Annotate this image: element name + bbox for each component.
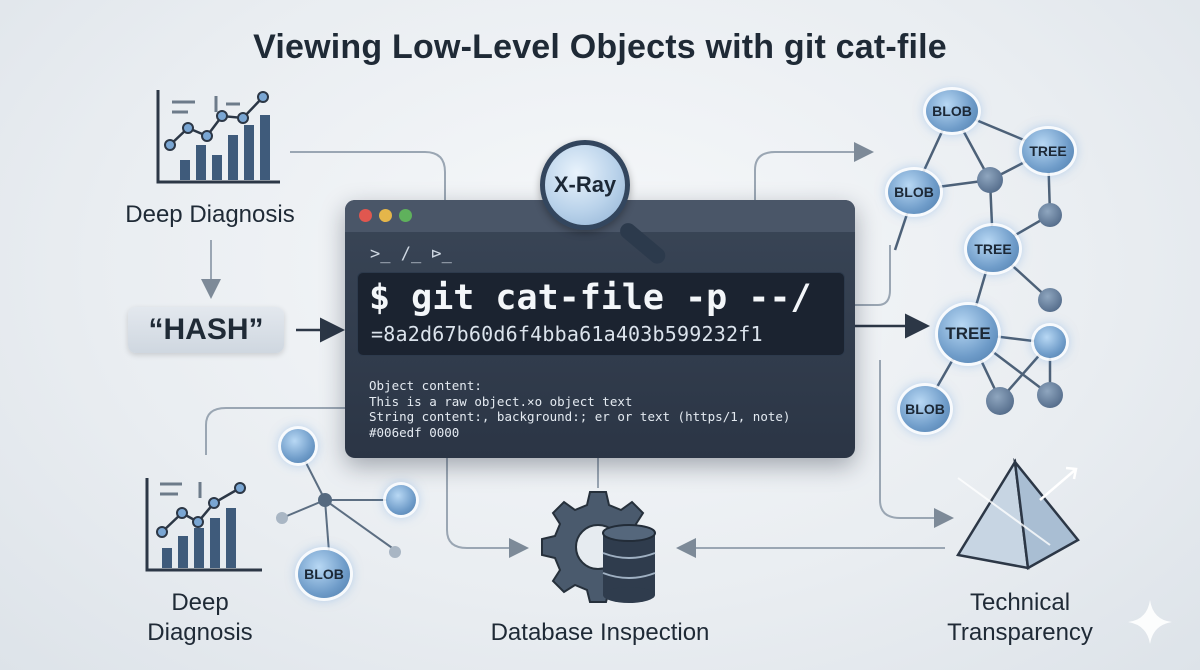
- graph-node: [986, 387, 1014, 415]
- connector-line: [754, 142, 874, 200]
- command-box: [357, 272, 845, 356]
- database-inspection-label: Database Inspection: [490, 619, 710, 646]
- maximize-dot[interactable]: [399, 209, 412, 222]
- content-line: This is a raw object.×o object text: [369, 393, 633, 409]
- graph-node: [1038, 288, 1062, 312]
- technical-transparency-label: Technical Transparency: [920, 588, 1120, 648]
- deep-diagnosis-bottom-label: Deep Diagnosis: [100, 588, 300, 648]
- tree-node: TREE: [1022, 129, 1074, 173]
- pyramid-icon: [955, 457, 1080, 571]
- graph-node: [1038, 203, 1062, 227]
- graph-node: [977, 167, 1003, 193]
- deep-diagnosis-label: Deep Diagnosis: [125, 201, 295, 228]
- blob-node: BLOB: [888, 170, 940, 214]
- database-icon: [602, 524, 656, 603]
- content-line: #006edf 0000: [369, 424, 460, 440]
- connector-line: [855, 245, 891, 306]
- blob-node: BLOB: [926, 90, 978, 132]
- tree-node-main: TREE: [938, 305, 998, 363]
- label-line: Technical: [969, 589, 1071, 616]
- label-line: Deep: [171, 589, 229, 616]
- bar-chart-icon: [145, 478, 262, 572]
- connector-line: [290, 151, 446, 200]
- graph-node: [281, 429, 315, 463]
- graph-node: [1037, 382, 1063, 408]
- minimize-dot[interactable]: [379, 209, 392, 222]
- page-title: Viewing Low-Level Objects with git cat-f…: [253, 28, 947, 66]
- terminal-window: >_ /_ ⊳_ $ git cat-file -p --/ =8a2d67b6…: [345, 200, 855, 458]
- hash-pill: “HASH”: [128, 307, 284, 353]
- connector-line: [446, 458, 529, 558]
- prompt-glyphs: >_ /_ ⊳_: [370, 244, 452, 264]
- tree-node: TREE: [967, 226, 1019, 272]
- command-text: $ git cat-file -p --/: [369, 278, 812, 318]
- object-content: Object content:This is a raw object.×o o…: [369, 378, 790, 440]
- label-line: Diagnosis: [147, 619, 253, 646]
- hash-text: =8a2d67b60d6f4bba61a403b599232f1: [371, 322, 763, 346]
- magnifier-icon: X-Ray: [540, 140, 630, 230]
- blob-node: BLOB: [298, 550, 350, 598]
- connector-line: [205, 407, 345, 455]
- content-line: Object content:: [369, 378, 482, 393]
- label-line: Transparency: [947, 619, 1093, 646]
- bar-chart-icon: [156, 90, 280, 184]
- graph-node: [386, 485, 416, 515]
- graph-node: [1034, 326, 1066, 358]
- sparkle-icon: [1128, 600, 1172, 644]
- content-line: String content:, background:; er or text…: [369, 409, 791, 424]
- connector-line: [879, 360, 954, 528]
- close-dot[interactable]: [359, 209, 372, 222]
- blob-node: BLOB: [900, 386, 950, 432]
